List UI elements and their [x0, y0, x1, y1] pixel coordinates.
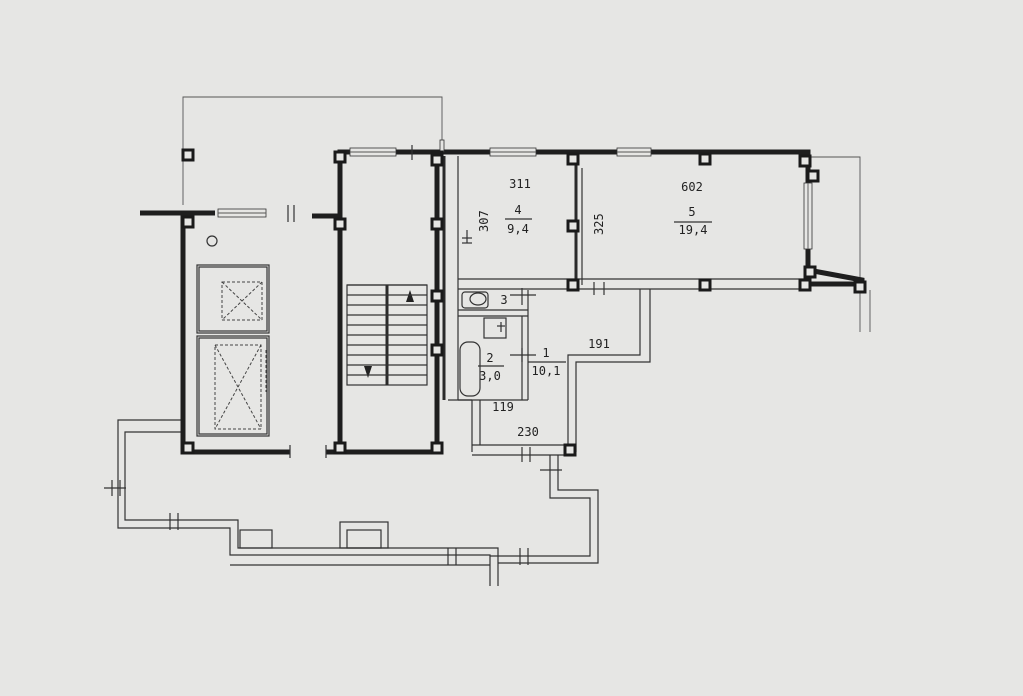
stair-up-arrow-icon: [406, 290, 414, 302]
column-marker: [430, 153, 444, 167]
column-marker: [698, 152, 712, 166]
room5-depth-dim: 325: [592, 213, 606, 235]
column-marker: [566, 152, 580, 166]
column-marker: [803, 265, 817, 279]
room5-number: 5: [688, 205, 695, 219]
toilet-tank: [461, 291, 489, 309]
column-marker: [806, 169, 820, 183]
lower-contour: [104, 419, 599, 586]
column-marker: [333, 441, 347, 455]
room5-area: 19,4: [679, 223, 708, 237]
room4-area: 9,4: [507, 222, 529, 236]
room1-area: 10,1: [532, 364, 561, 378]
column-marker: [698, 278, 712, 292]
column-marker: [430, 289, 444, 303]
column-marker: [181, 148, 195, 162]
room2-area: 3,0: [479, 369, 501, 383]
column-marker: [798, 154, 812, 168]
room4-depth-dim: 307: [477, 210, 491, 232]
column-marker: [798, 278, 812, 292]
staircase: [346, 284, 428, 386]
outer-contour: [182, 96, 871, 332]
column-marker: [853, 280, 867, 294]
column-marker: [566, 278, 580, 292]
windows: [217, 139, 813, 250]
room4-number: 4: [514, 203, 521, 217]
stair-down-arrow-icon: [364, 366, 372, 378]
fixtures: [459, 230, 507, 397]
labels: 311 4 9,4 307 602 5 19,4 325 3 2 3,0 1 1…: [477, 177, 712, 439]
columns: [181, 148, 867, 457]
toilet-bowl: [469, 292, 487, 306]
room2-number: 2: [486, 351, 493, 365]
column-marker: [430, 441, 444, 455]
bath-width-dim: 119: [492, 400, 514, 414]
column-marker: [333, 217, 347, 231]
column-marker: [430, 343, 444, 357]
bathtub: [459, 341, 481, 397]
room5-width-dim: 602: [681, 180, 703, 194]
room3-number: 3: [500, 293, 507, 307]
lift-shafts: [196, 235, 327, 458]
column-marker: [333, 150, 347, 164]
room4-width-dim: 311: [509, 177, 531, 191]
room1-number: 1: [542, 346, 549, 360]
column-marker: [566, 219, 580, 233]
column-marker: [181, 441, 195, 455]
corridor-dim: 191: [588, 337, 610, 351]
hall-width-dim: 230: [517, 425, 539, 439]
sink: [483, 317, 507, 339]
column-marker: [430, 217, 444, 231]
column-marker: [181, 215, 195, 229]
partitions: [287, 145, 806, 462]
column-marker: [563, 443, 577, 457]
